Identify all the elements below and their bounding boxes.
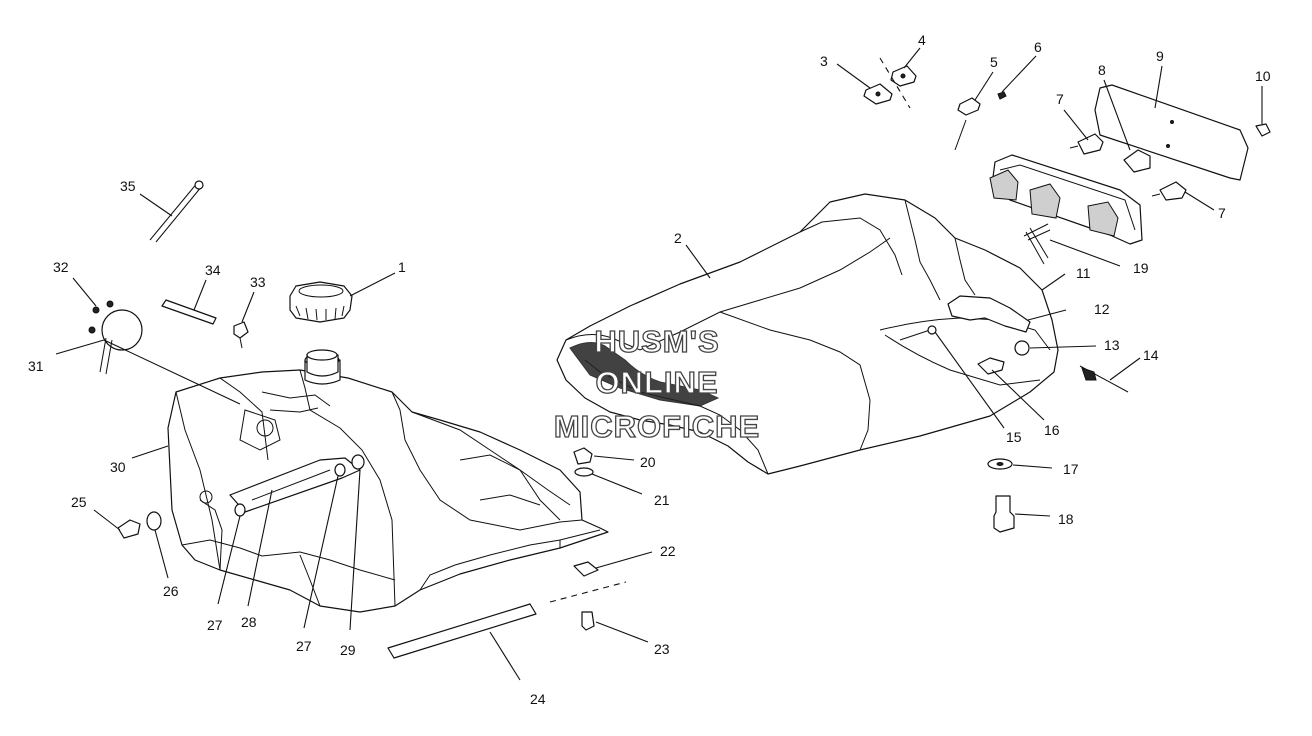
callout-2: 2 (674, 230, 682, 246)
callout-labels: 1 2 3 4 5 6 7 7 8 9 10 11 12 13 14 15 16… (28, 32, 1271, 707)
callout-1: 1 (398, 259, 406, 275)
callout-25: 25 (71, 494, 87, 510)
callout-35: 35 (120, 178, 136, 194)
callout-26: 26 (163, 583, 179, 599)
callout-8: 8 (1098, 62, 1106, 78)
watermark-line-2: ONLINE (595, 365, 718, 400)
callout-29: 29 (340, 642, 356, 658)
callout-16: 16 (1044, 422, 1060, 438)
callout-14: 14 (1143, 347, 1159, 363)
callout-15: 15 (1006, 429, 1022, 445)
callout-19: 19 (1133, 260, 1149, 276)
callout-13: 13 (1104, 337, 1120, 353)
callout-27b: 27 (296, 638, 312, 654)
watermark-line-1: HUSM'S (594, 324, 719, 359)
callout-5: 5 (990, 54, 998, 70)
watermark-line-3: MICROFICHE (554, 409, 760, 444)
callout-31: 31 (28, 358, 44, 374)
callout-24: 24 (530, 691, 546, 707)
callout-3: 3 (820, 53, 828, 69)
watermark: HUSM'S ONLINE MICROFICHE (553, 323, 760, 444)
callout-34: 34 (205, 262, 221, 278)
callout-9: 9 (1156, 48, 1164, 64)
small-parts (88, 57, 1271, 659)
callout-30: 30 (110, 459, 126, 475)
callout-18: 18 (1058, 511, 1074, 527)
callout-22: 22 (660, 543, 676, 559)
callout-21: 21 (654, 492, 670, 508)
callout-12: 12 (1094, 301, 1110, 317)
seat (556, 193, 1059, 475)
callout-10: 10 (1255, 68, 1271, 84)
callout-7b: 7 (1218, 205, 1226, 221)
callout-33: 33 (250, 274, 266, 290)
callout-4: 4 (918, 32, 926, 48)
callout-7a: 7 (1056, 91, 1064, 107)
fuel-tank (167, 353, 609, 613)
callout-32: 32 (53, 259, 69, 275)
callout-23: 23 (654, 641, 670, 657)
callout-6: 6 (1034, 39, 1042, 55)
callout-20: 20 (640, 454, 656, 470)
callout-27a: 27 (207, 617, 223, 633)
tail-light-assembly (989, 84, 1249, 245)
callout-11: 11 (1076, 265, 1091, 281)
leader-lines (55, 47, 1263, 681)
callout-17: 17 (1063, 461, 1079, 477)
callout-28: 28 (241, 614, 257, 630)
